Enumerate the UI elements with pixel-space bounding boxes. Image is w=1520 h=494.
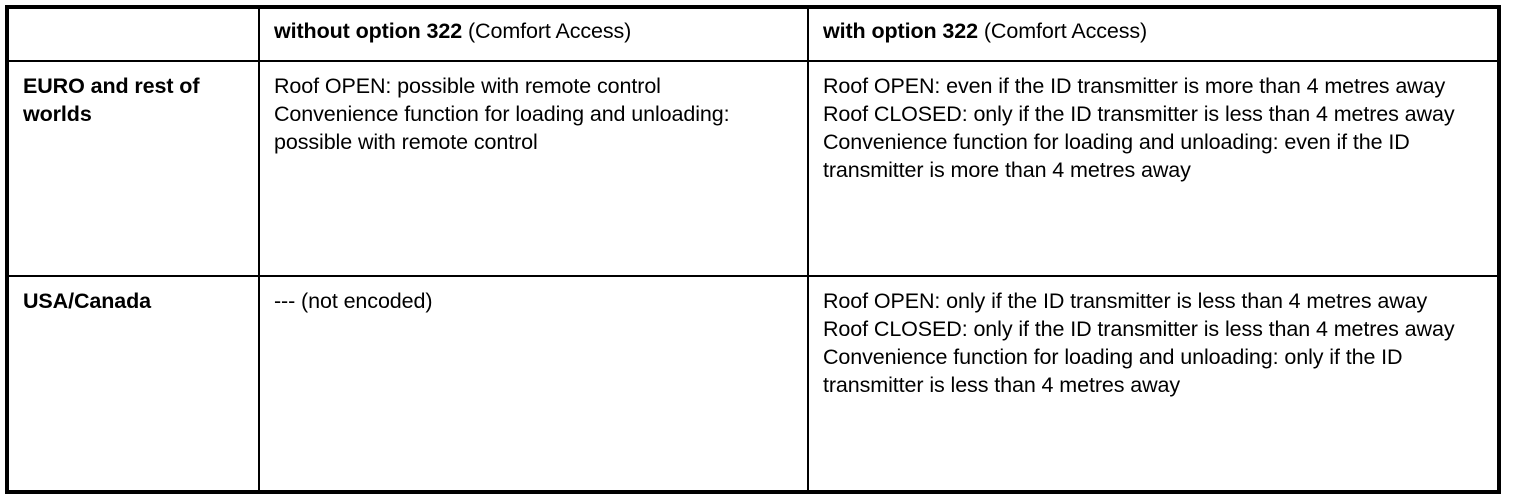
table-header-row: without option 322 (Comfort Access) with… bbox=[6, 6, 1500, 62]
cell-euro-without-option-322: Roof OPEN: possible with remote control … bbox=[258, 60, 809, 277]
cell-paragraph: --- (not encoded) bbox=[274, 289, 433, 313]
header-without-option-322-plain: (Comfort Access) bbox=[462, 19, 632, 43]
table-row: EURO and rest of worlds Roof OPEN: possi… bbox=[6, 60, 1500, 277]
header-cell-empty-corner bbox=[6, 6, 260, 62]
header-cell-with-option-322: with option 322 (Comfort Access) bbox=[807, 6, 1500, 62]
cell-paragraph: Roof CLOSED: only if the ID transmitter … bbox=[823, 101, 1455, 126]
cell-paragraph: Roof OPEN: possible with remote control bbox=[274, 74, 661, 98]
cell-paragraph: Convenience function for loading and unl… bbox=[274, 101, 730, 154]
cell-paragraph: Roof OPEN: even if the ID transmitter is… bbox=[823, 74, 1446, 98]
page-root: without option 322 (Comfort Access) with… bbox=[5, 5, 1501, 494]
cell-euro-with-option-322: Roof OPEN: even if the ID transmitter is… bbox=[807, 60, 1500, 277]
table-row: USA/Canada --- (not encoded) Roof OPEN: … bbox=[6, 275, 1500, 493]
cell-usa-with-option-322: Roof OPEN: only if the ID transmitter is… bbox=[807, 275, 1500, 493]
header-without-option-322-strong: without option 322 bbox=[274, 19, 463, 43]
cell-paragraph: Roof OPEN: only if the ID transmitter is… bbox=[823, 289, 1428, 313]
row-label-usa-canada: USA/Canada bbox=[6, 275, 260, 493]
row-label-euro-and-rest-of-worlds: EURO and rest of worlds bbox=[6, 60, 260, 277]
cell-paragraph: Roof CLOSED: only if the ID transmitter … bbox=[823, 316, 1455, 341]
header-with-option-322-strong: with option 322 bbox=[823, 19, 978, 43]
cell-paragraph: Convenience function for loading and unl… bbox=[823, 129, 1410, 182]
comfort-access-spec-table: without option 322 (Comfort Access) with… bbox=[5, 5, 1501, 494]
header-with-option-322-plain: (Comfort Access) bbox=[977, 19, 1148, 43]
header-cell-without-option-322: without option 322 (Comfort Access) bbox=[258, 6, 809, 62]
cell-usa-without-option-322: --- (not encoded) bbox=[258, 275, 809, 493]
cell-paragraph: Convenience function for loading and unl… bbox=[823, 344, 1403, 397]
